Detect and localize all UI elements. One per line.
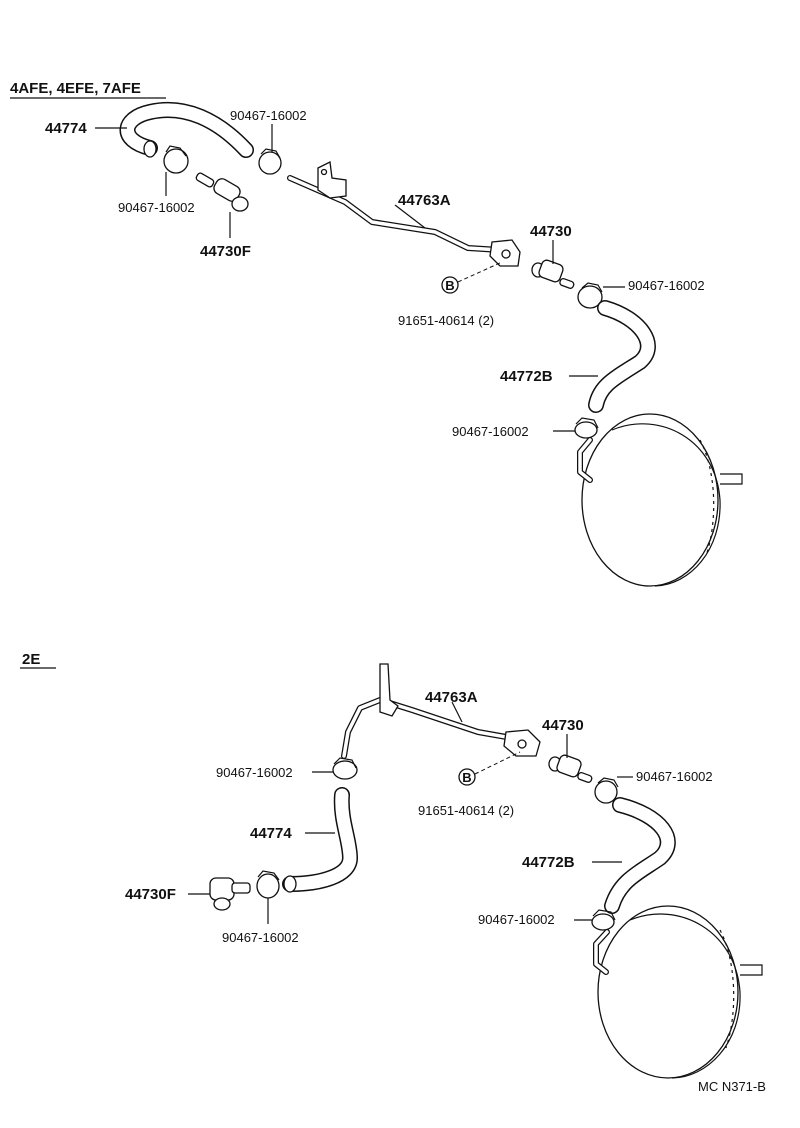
hose-44774-top xyxy=(119,101,254,158)
label-bolt-bottom: 91651-40614 (2) xyxy=(418,803,514,818)
label-clip-a-top: 90467-16002 xyxy=(118,200,195,215)
label-44763A-bottom: 44763A xyxy=(425,689,478,706)
clip-bottom-pipe-end xyxy=(332,757,358,780)
bolt-ref-circle-bottom xyxy=(458,768,476,786)
valve-44730F-bottom xyxy=(209,877,251,911)
label-44730-bottom: 44730 xyxy=(542,717,584,734)
section-bottom: 2E 44763A 44730 90467-16002 B xyxy=(20,651,763,1079)
pipe-44763A-top xyxy=(287,161,521,267)
clip-top-hose-start xyxy=(577,282,603,309)
bolt-dash-top xyxy=(457,261,503,283)
label-44772B-bottom: 44772B xyxy=(522,854,575,871)
hose-44772B-bottom xyxy=(604,797,676,914)
clip-top-booster xyxy=(574,417,599,439)
label-44730F-top: 44730F xyxy=(200,243,251,260)
label-clip-c-bottom: 90467-16002 xyxy=(222,930,299,945)
label-44763A-top: 44763A xyxy=(398,192,451,209)
label-44774-bottom: 44774 xyxy=(250,825,292,842)
valve-44730F-top xyxy=(195,172,249,212)
leader-44763A-bottom xyxy=(451,701,463,723)
label-44774-top: 44774 xyxy=(45,120,87,137)
hose-44772B-top xyxy=(588,300,656,413)
label-clip-b-bottom: 90467-16002 xyxy=(216,765,293,780)
diagram-code: MC N371-B xyxy=(698,1079,766,1094)
label-clip-c-top: 90467-16002 xyxy=(628,278,705,293)
clip-top-right xyxy=(258,148,282,175)
engine-label-top: 4AFE, 4EFE, 7AFE xyxy=(10,80,141,97)
label-clip-d-bottom: 90467-16002 xyxy=(478,912,555,927)
label-44772B-top: 44772B xyxy=(500,368,553,385)
engine-label-bottom: 2E xyxy=(22,651,40,668)
clip-bottom-booster xyxy=(591,909,616,931)
bolt-ref-circle-top xyxy=(441,276,459,294)
label-clip-b-top: 90467-16002 xyxy=(230,108,307,123)
brake-booster-top xyxy=(577,413,743,587)
label-44730-top: 44730 xyxy=(530,223,572,240)
brake-booster-bottom xyxy=(593,905,763,1079)
clip-bottom-left xyxy=(256,870,280,899)
pipe-44763A-bottom xyxy=(341,663,541,759)
hose-44774-bottom xyxy=(282,787,358,893)
clip-top-left xyxy=(163,145,189,174)
section-top: 4AFE, 4EFE, 7AFE 44774 90467-16002 44730… xyxy=(10,80,743,587)
leader-44763A-top xyxy=(394,204,426,229)
label-44730F-bottom: 44730F xyxy=(125,886,176,903)
label-clip-a-bottom: 90467-16002 xyxy=(636,769,713,784)
label-bolt-top: 91651-40614 (2) xyxy=(398,313,494,328)
valve-44730-bottom xyxy=(548,754,593,783)
clip-bottom-hose-start xyxy=(594,777,619,804)
bolt-dash-bottom xyxy=(474,751,521,775)
valve-44730-top xyxy=(531,259,575,289)
bolt-ref-bottom: B xyxy=(462,770,471,785)
bolt-ref-top: B xyxy=(445,278,454,293)
label-clip-d-top: 90467-16002 xyxy=(452,424,529,439)
